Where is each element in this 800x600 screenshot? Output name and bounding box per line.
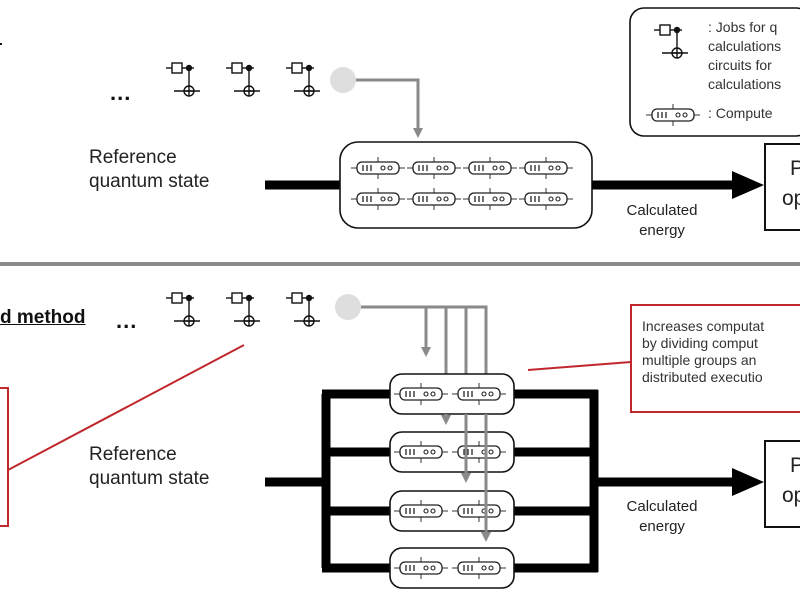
note-line-3: multiple groups an — [642, 352, 757, 368]
legend-jobs-line-2: calculations — [708, 38, 782, 54]
legend-jobs-line-3: circuits for — [708, 57, 772, 73]
job-distribution-arrows-overlay — [441, 414, 491, 542]
callout-line-left — [7, 344, 245, 471]
reference-state-label-top: Reference quantum state — [89, 146, 209, 194]
reference-label-line-2: quantum state — [89, 468, 210, 489]
quantum-job-icons-bottom — [165, 292, 321, 327]
quantum-job-icons-top — [165, 62, 321, 97]
parallel-flow-lines — [265, 389, 735, 573]
output-label-line-2: op — [782, 187, 800, 210]
energy-label-line-1: Calculated — [626, 202, 698, 219]
output-label-line-1: P — [790, 157, 800, 180]
energy-label-top: Calculated energy — [618, 201, 706, 241]
compute-group-top — [339, 141, 593, 229]
note-line-1: Increases computat — [642, 318, 765, 334]
callout-line-right — [527, 361, 632, 371]
legend-box — [629, 7, 800, 137]
callout-box-left — [0, 387, 9, 527]
legend-jobs-description: : Jobs for q calculations circuits for c… — [708, 18, 781, 94]
job-arrow-top — [356, 78, 423, 138]
flow-arrowhead-bottom — [732, 468, 764, 496]
reference-state-label-bottom: Reference quantum state — [89, 443, 209, 491]
note-box — [630, 304, 800, 413]
output-label-line-2: op — [782, 484, 800, 507]
reference-label-line-2: quantum state — [89, 171, 210, 192]
energy-label-bottom: Calculated energy — [618, 497, 706, 537]
note-text: Increases computat by dividing comput mu… — [642, 318, 764, 386]
compute-groups-bottom — [389, 373, 515, 589]
job-queue-node-bottom — [335, 294, 361, 320]
energy-label-line-2: energy — [639, 518, 685, 535]
energy-label-line-1: Calculated — [626, 498, 698, 515]
legend-compute-description: : Compute — [708, 105, 773, 121]
jobs-ellipsis-bottom: ... — [116, 308, 138, 333]
reference-label-line-1: Reference — [89, 147, 177, 168]
legend-jobs-line-1: : Jobs for q — [708, 19, 778, 35]
job-queue-node-top — [330, 67, 356, 93]
note-line-4: distributed executio — [642, 369, 763, 385]
section-title-proposed: d method — [0, 307, 86, 328]
output-label-line-1: P — [790, 454, 800, 477]
flow-arrowhead-top — [732, 171, 764, 199]
output-box-bottom: P op — [764, 440, 800, 528]
reference-label-line-1: Reference — [89, 444, 177, 465]
note-line-2: by dividing comput — [642, 335, 758, 351]
legend-jobs-line-4: calculations — [708, 76, 782, 92]
energy-label-line-2: energy — [639, 222, 685, 239]
output-box-top: P op — [764, 143, 800, 231]
jobs-ellipsis-top: ... — [110, 80, 132, 105]
